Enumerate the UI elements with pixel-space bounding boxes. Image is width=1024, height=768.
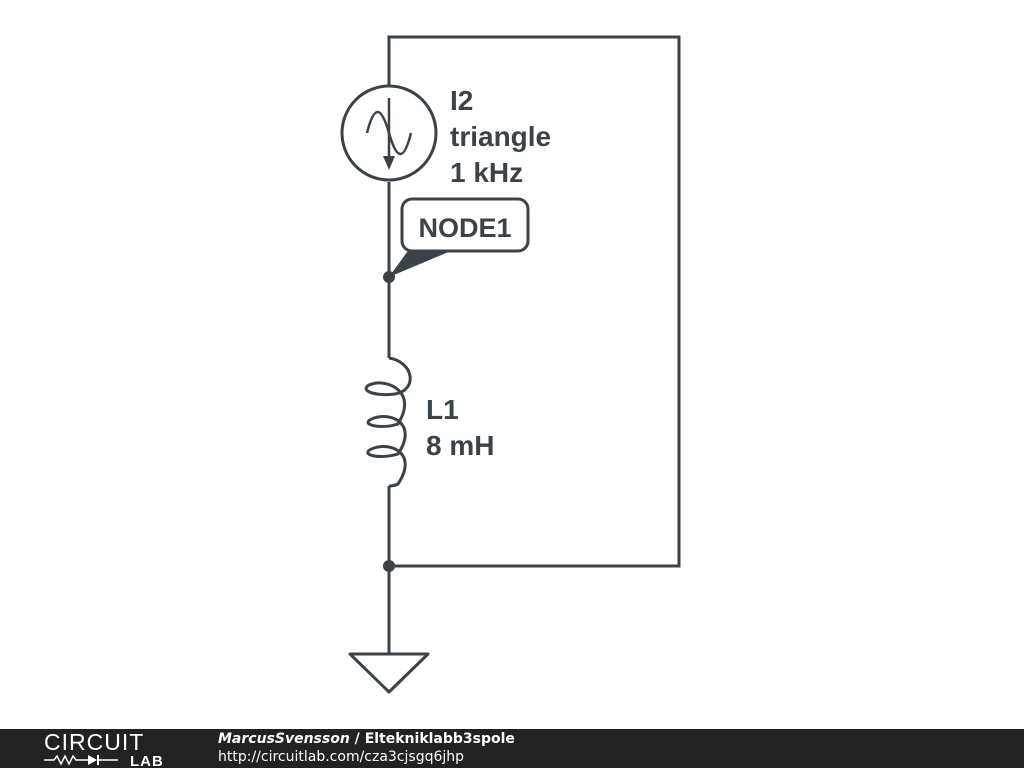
inductor-value-label: 8 mH (426, 430, 494, 461)
wire-top-loop (387, 35, 681, 568)
project-name-link[interactable]: Eltekniklabb3spole (364, 731, 515, 747)
circuitlab-logo[interactable]: CIRCUIT LAB (40, 729, 180, 768)
resistor-diode-icon (44, 754, 118, 766)
logo-text-circuit: CIRCUIT (44, 729, 144, 755)
node-label-text: NODE1 (418, 213, 511, 243)
junction-dot-bottom (383, 560, 395, 572)
node-label-flag[interactable]: NODE1 (389, 197, 530, 277)
inductor-l1[interactable] (364, 356, 412, 488)
footer-title-line: MarcusSvensson / Eltekniklabb3spole (218, 731, 515, 747)
current-arrow-down-icon (383, 98, 395, 170)
inductor-coil-icon (364, 356, 412, 488)
logo-text-lab: LAB (130, 753, 164, 768)
current-source-i2[interactable] (340, 84, 438, 182)
footer-bar: CIRCUIT LAB MarcusSvensson / Eltekniklab… (0, 729, 1024, 768)
footer-url[interactable]: http://circuitlab.com/cza3cjsgq6jhp (218, 749, 465, 765)
node-label-pointer (389, 248, 458, 277)
junction-dot-node1 (383, 271, 395, 283)
source-name-label: I2 (450, 85, 473, 116)
circuit-schematic: I2 triangle 1 kHz NODE1 L1 8 mH (340, 35, 681, 694)
author-link[interactable]: MarcusSvensson (218, 731, 350, 747)
source-frequency-label: 1 kHz (450, 157, 523, 188)
ground-symbol-icon[interactable] (348, 652, 430, 694)
inductor-name-label: L1 (426, 394, 459, 425)
source-waveform-label: triangle (450, 121, 551, 152)
title-separator: / (349, 731, 365, 747)
